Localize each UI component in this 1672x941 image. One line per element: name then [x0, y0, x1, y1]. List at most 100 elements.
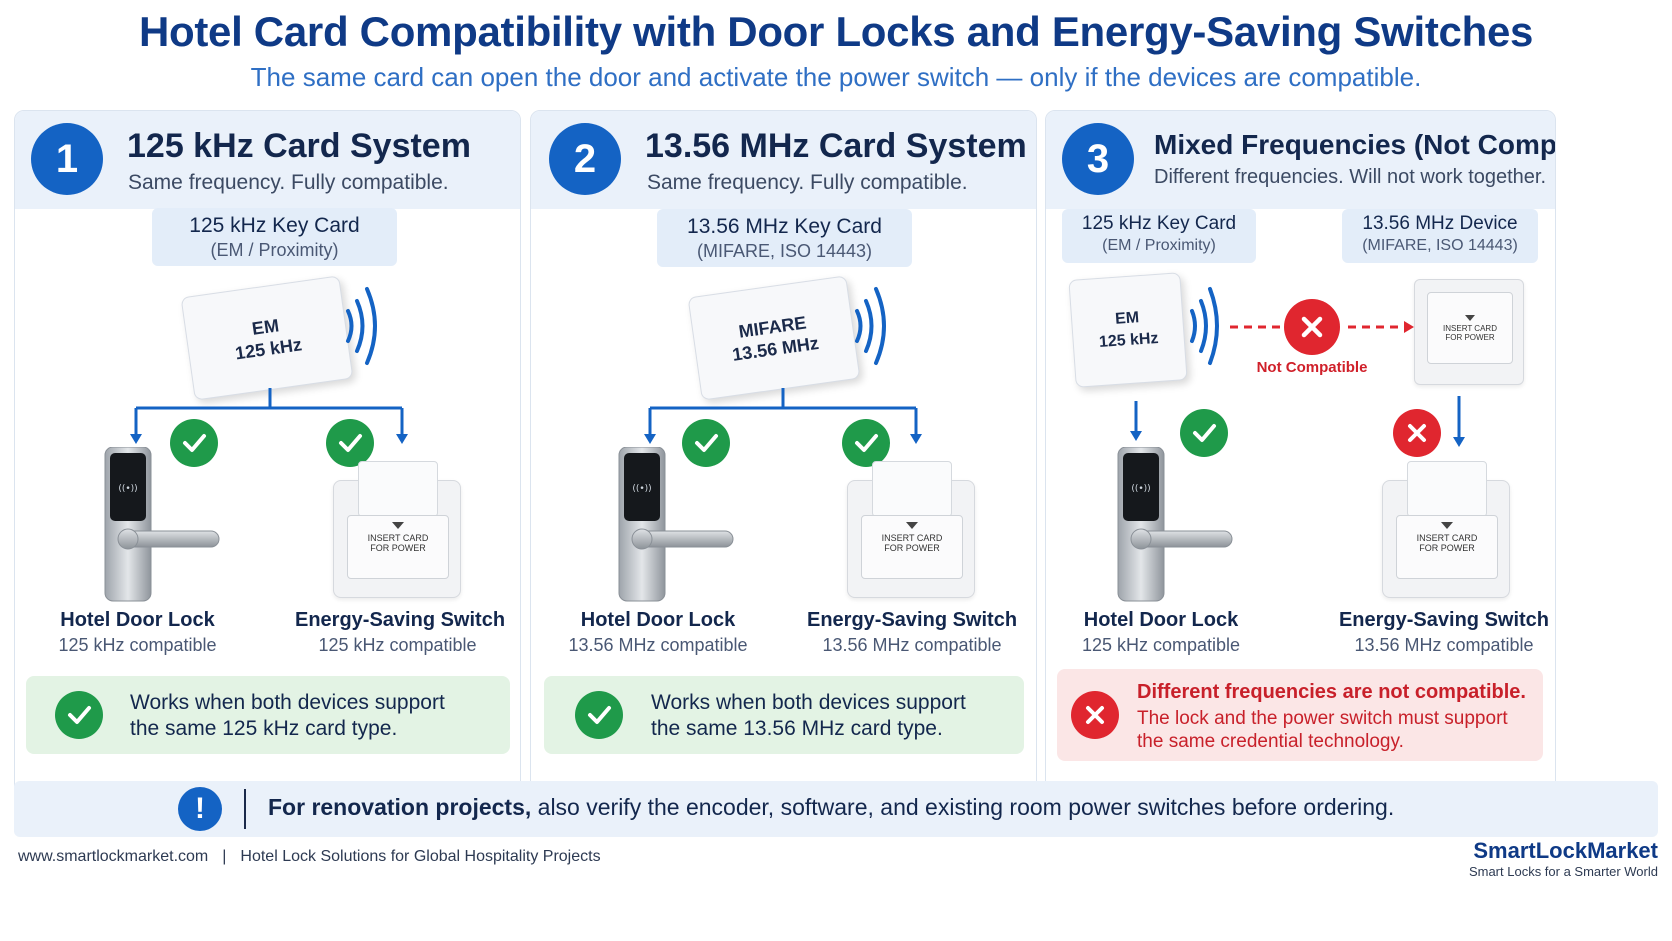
panel-subtitle: Same frequency. Fully compatible. [128, 171, 449, 194]
notice-bold: For renovation projects, [268, 794, 532, 820]
switch-slot: INSERT CARD FOR POWER [1427, 292, 1513, 364]
panel-125khz: 1 125 kHz Card System Same frequency. Fu… [14, 110, 521, 820]
door-lock-icon: ((•)) [618, 447, 734, 602]
key-card-type: (MIFARE, ISO 14443) [696, 241, 873, 261]
error-x-icon [1071, 691, 1119, 739]
footer-tagline: Hotel Lock Solutions for Global Hospital… [240, 848, 601, 865]
footer: www.smartlockmarket.com | Hotel Lock Solut… [18, 848, 601, 866]
panel-title: Mixed Frequencies (Not Compatible) [1154, 129, 1556, 160]
check-icon [682, 419, 730, 467]
panel-header: 2 13.56 MHz Card System Same frequency. … [531, 111, 1036, 209]
inserted-card [872, 461, 952, 517]
switch-compat: 125 kHz compatible [318, 635, 477, 655]
door-lock-label: Hotel Door Lock 125 kHz compatible [35, 609, 240, 656]
switch-label-line2: FOR POWER [370, 543, 426, 553]
svg-text:((•)): ((•)) [118, 484, 137, 494]
door-lock-name: Hotel Door Lock [60, 609, 215, 631]
check-icon [326, 419, 374, 467]
panel-1356mhz: 2 13.56 MHz Card System Same frequency. … [530, 110, 1037, 820]
info-exclamation-icon: ! [178, 787, 222, 831]
error-x-icon [1393, 409, 1441, 457]
brand-name: SmartLockMarket [1473, 838, 1658, 863]
result-text: Works when both devices support the same… [651, 690, 966, 742]
switch-label-line2: FOR POWER [1419, 543, 1475, 553]
door-lock-compat: 125 kHz compatible [1081, 635, 1241, 655]
check-icon [575, 691, 623, 739]
triangle-down-icon [906, 522, 918, 529]
panel-title: 125 kHz Card System [127, 127, 471, 165]
key-card-label: 13.56 MHz Key Card (MIFARE, ISO 14443) [657, 209, 912, 267]
divider [244, 789, 246, 829]
brand-tagline: Smart Locks for a Smarter World [1468, 864, 1658, 879]
device-type: (MIFARE, ISO 14443) [1362, 237, 1518, 254]
key-card-type: (EM / Proximity) [1102, 237, 1216, 254]
page-title: Hotel Card Compatibility with Door Locks… [138, 8, 1534, 55]
key-card-title: 13.56 MHz Key Card [687, 215, 882, 238]
svg-text:((•)): ((•)) [1131, 484, 1150, 494]
door-lock-label: Hotel Door Lock 13.56 MHz compatible [553, 609, 763, 656]
diagram-connectors [644, 287, 922, 444]
door-lock-name: Hotel Door Lock [580, 609, 736, 631]
brand-logo: SmartLockMarket Smart Locks for a Smarte… [1469, 838, 1658, 879]
key-card-title: 125 kHz Key Card [1081, 213, 1237, 234]
door-lock-icon: ((•)) [104, 447, 220, 602]
renovation-notice: ! For renovation projects, also verify t… [14, 781, 1658, 837]
result-line2: The lock and the power switch must suppo… [1137, 708, 1508, 729]
inserted-card [358, 461, 438, 517]
footer-url[interactable]: www.smartlockmarket.com [18, 848, 209, 865]
not-compatible-label: Not Compatible [1256, 359, 1368, 376]
device-title: 13.56 MHz Device [1362, 213, 1518, 234]
key-card-label: 125 kHz Key Card (EM / Proximity) [152, 208, 397, 266]
rf-wave-icon [1190, 287, 1219, 365]
result-box-success: Works when both devices support the same… [544, 676, 1024, 754]
footer-separator: | [222, 848, 227, 865]
rf-wave-icon [855, 287, 886, 365]
triangle-down-icon [392, 522, 404, 529]
check-icon [1180, 409, 1228, 457]
switch-label: Energy-Saving Switch 125 kHz compatible [295, 609, 506, 656]
panel-header: 3 Mixed Frequencies (Not Compatible) Dif… [1046, 111, 1555, 209]
switch-label: Energy-Saving Switch 13.56 MHz compatibl… [1338, 609, 1550, 656]
panel-subtitle: Different frequencies. Will not work tog… [1154, 166, 1547, 188]
switch-label-line2: FOR POWER [1445, 333, 1495, 342]
door-lock-compat: 125 kHz compatible [58, 635, 217, 655]
key-card-title: 125 kHz Key Card [189, 214, 360, 237]
result-line2: the same 13.56 MHz card type. [651, 717, 943, 740]
switch-compat: 13.56 MHz compatible [822, 635, 1002, 655]
door-lock-compat: 13.56 MHz compatible [568, 635, 748, 655]
energy-switch-device: INSERT CARD FOR POWER [1414, 279, 1524, 385]
switch-slot: INSERT CARD FOR POWER [1396, 515, 1498, 579]
result-line1: Different frequencies are not compatible… [1137, 681, 1526, 703]
notice-text: also verify the encoder, software, and e… [531, 794, 1395, 820]
energy-saving-switch: INSERT CARD FOR POWER [1382, 461, 1510, 598]
switch-name: Energy-Saving Switch [295, 609, 506, 631]
diagram-connectors [1130, 287, 1465, 447]
switch-label-line1: INSERT CARD [881, 533, 943, 543]
result-line1: Works when both devices support [130, 691, 445, 714]
switch-label: Energy-Saving Switch 13.56 MHz compatibl… [807, 609, 1017, 656]
key-card-label: 125 kHz Key Card (EM / Proximity) [1062, 209, 1256, 263]
step-number-badge: 1 [31, 123, 103, 195]
switch-slot: INSERT CARD FOR POWER [861, 515, 963, 579]
page-subtitle: The same card can open the door and acti… [250, 62, 1422, 92]
result-line2: the same 125 kHz card type. [130, 717, 398, 740]
switch-label-line2: FOR POWER [884, 543, 940, 553]
result-line1: Works when both devices support [651, 691, 966, 714]
energy-saving-switch: INSERT CARD FOR POWER [847, 461, 975, 598]
key-card-type: (EM / Proximity) [210, 240, 339, 260]
error-x-icon [1284, 299, 1340, 355]
switch-slot: INSERT CARD FOR POWER [347, 515, 449, 579]
result-box-success: Works when both devices support the same… [26, 676, 510, 754]
result-text: Works when both devices support the same… [130, 690, 445, 742]
step-number-badge: 3 [1062, 123, 1134, 195]
svg-text:((•)): ((•)) [632, 484, 651, 494]
inserted-card [1407, 461, 1487, 517]
panel-subtitle: Same frequency. Fully compatible. [647, 171, 968, 194]
result-text: Different frequencies are not compatible… [1137, 679, 1526, 753]
notice-message: For renovation projects, also verify the… [268, 794, 1394, 821]
energy-saving-switch: INSERT CARD FOR POWER [333, 461, 461, 598]
diagram-connectors [130, 287, 408, 444]
switch-label-line1: INSERT CARD [1443, 324, 1497, 333]
door-lock-name: Hotel Door Lock [1083, 609, 1239, 631]
door-lock-icon: ((•)) [1117, 447, 1233, 602]
